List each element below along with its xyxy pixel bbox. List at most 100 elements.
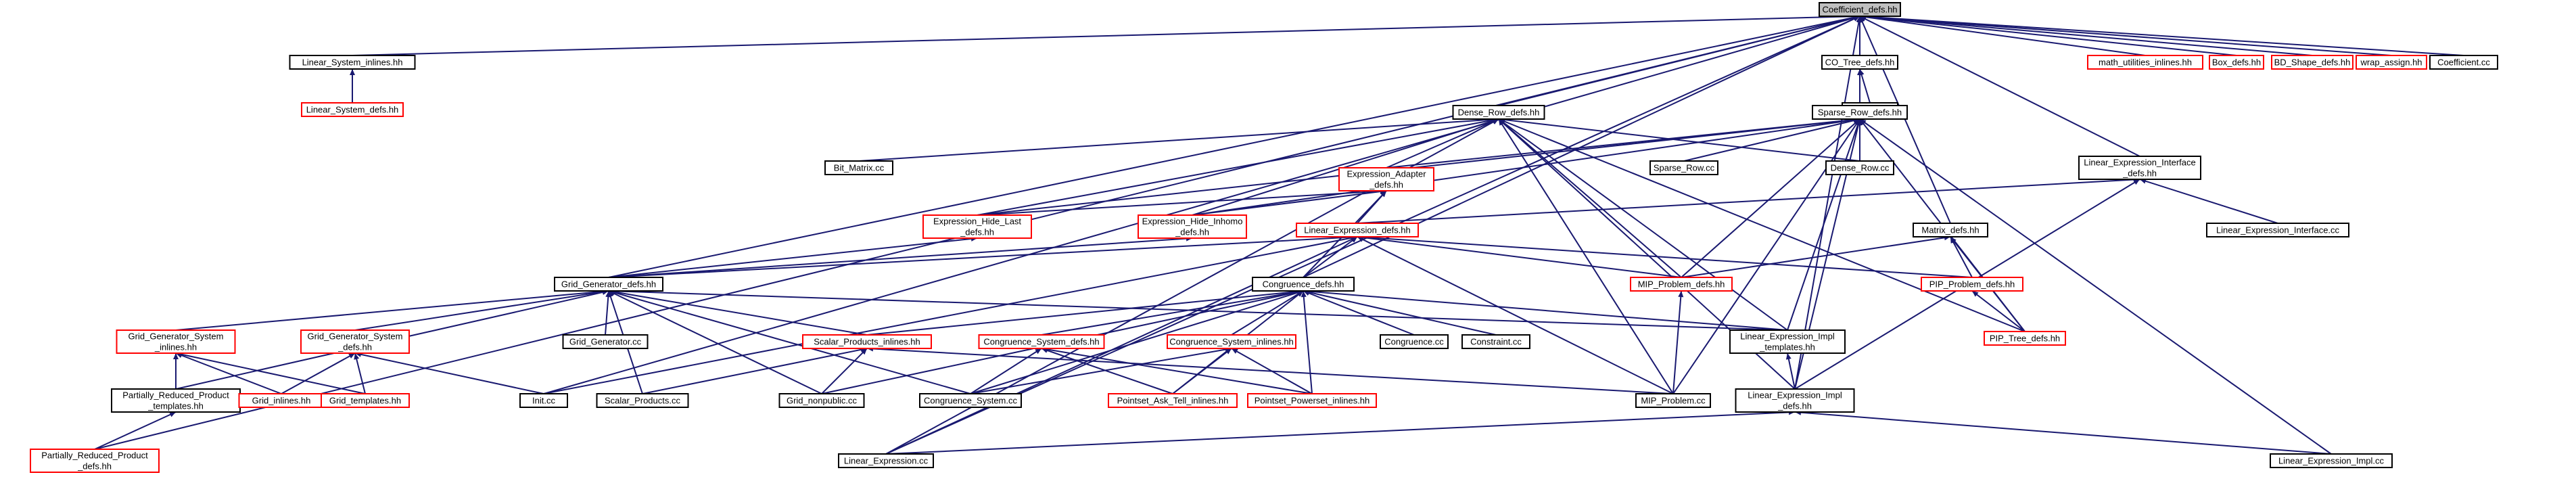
node-ggsi[interactable]: Grid_Generator_System_inlines.hh <box>116 329 236 354</box>
node-box <box>1108 393 1238 408</box>
node-label: Grid_Generator_defs.hh <box>561 279 656 290</box>
node-prpt[interactable]: Partially_Reduced_Product_templates.hh <box>111 388 241 413</box>
arrowhead-prpd-to-prpt <box>169 412 176 417</box>
edge-initcc-to-ggsd <box>354 352 544 394</box>
edge-coefcc-to-coef <box>1859 16 2464 56</box>
node-label: Expression_Adapter <box>1346 169 1426 179</box>
node-sparsecc[interactable]: Sparse_Row.cc <box>1649 160 1718 175</box>
edge-leimplcc-to-leid <box>1794 411 2332 455</box>
node-box <box>2429 55 2498 70</box>
node-label: _defs.hh <box>2122 168 2157 179</box>
node-coefcc[interactable]: Coefficient.cc <box>2429 55 2498 70</box>
node-box <box>1921 277 2023 292</box>
node-mathutil[interactable]: math_utilities_inlines.hh <box>2087 55 2203 70</box>
edge-ehl-to-exprad <box>977 190 1387 216</box>
node-box <box>1138 214 1247 239</box>
edge-ggd-to-led <box>608 236 1358 278</box>
node-lei[interactable]: Linear_Expression_Interface_defs.hh <box>2078 156 2201 180</box>
node-gencc[interactable]: Grid_Generator.cc <box>562 334 649 349</box>
edge-ggd-to-ehl <box>608 237 978 278</box>
arrowhead-leid-to-lit <box>1785 353 1792 360</box>
node-label: _defs.hh <box>960 227 994 237</box>
node-csi[interactable]: Congruence_System_inlines.hh <box>1167 334 1296 349</box>
edge-gridin-to-ggsi <box>175 352 282 394</box>
node-cscc[interactable]: Congruence_System.cc <box>919 393 1022 408</box>
node-bd[interactable]: BD_Shape_defs.hh <box>2271 55 2353 70</box>
edge-gencc-to-ggd <box>605 290 609 336</box>
node-initcc[interactable]: Init.cc <box>519 393 568 408</box>
node-label: Sparse_Row.cc <box>1654 163 1715 173</box>
edge-mip-to-matrix <box>1681 236 1951 278</box>
node-dense[interactable]: Dense_Row_defs.hh <box>1452 105 1545 120</box>
node-congd[interactable]: Congruence_defs.hh <box>1252 277 1355 292</box>
node-box <box>1338 167 1434 191</box>
node-piptree[interactable]: PIP_Tree_defs.hh <box>1984 331 2066 346</box>
node-box <box>978 334 1105 349</box>
arrowhead-lecc-to-dense <box>1492 119 1499 124</box>
node-ehl[interactable]: Expression_Hide_Last_defs.hh <box>922 214 1032 239</box>
edge-gridtmpl-to-ggsi <box>175 352 366 394</box>
node-patell[interactable]: Pointset_Ask_Tell_inlines.hh <box>1108 393 1238 408</box>
edge-prpd-to-prpt <box>94 411 177 450</box>
node-csd[interactable]: Congruence_System_defs.hh <box>978 334 1105 349</box>
node-leid[interactable]: Linear_Expression_Impl_defs.hh <box>1735 388 1855 413</box>
node-spcc[interactable]: Scalar_Products.cc <box>596 393 689 408</box>
node-leicc[interactable]: Linear_Expression_Interface.cc <box>2206 223 2349 237</box>
edge-lit-to-ggd <box>608 290 1788 331</box>
node-coef[interactable]: Coefficient_defs.hh <box>1819 2 1901 17</box>
node-box[interactable]: Box_defs.hh <box>2209 55 2264 70</box>
node-box <box>321 393 410 408</box>
node-ggsd[interactable]: Grid_Generator_System_defs.hh <box>300 329 410 354</box>
node-lsd[interactable]: Linear_System_defs.hh <box>301 102 404 117</box>
node-label: Linear_Expression_Interface.cc <box>2216 225 2340 235</box>
node-bitmatrix[interactable]: Bit_Matrix.cc <box>824 160 893 175</box>
node-label: Grid_templates.hh <box>329 396 401 406</box>
node-lsi[interactable]: Linear_System_inlines.hh <box>289 55 416 70</box>
node-box <box>2087 55 2203 70</box>
node-exprad[interactable]: Expression_Adapter_defs.hh <box>1338 167 1434 191</box>
node-gridtmpl[interactable]: Grid_templates.hh <box>321 393 410 408</box>
node-led[interactable]: Linear_Expression_defs.hh <box>1296 223 1419 237</box>
node-label: Bit_Matrix.cc <box>834 163 885 173</box>
node-box <box>2206 223 2349 237</box>
edge-ggd-to-ehi <box>608 237 1193 278</box>
edge-sparsecc-to-sparse <box>1683 118 1860 162</box>
node-cotree[interactable]: CO_Tree_defs.hh <box>1821 55 1898 70</box>
edge-lsi-to-coef <box>352 16 1860 56</box>
arrowhead-prpt-to-ggsi <box>173 353 179 359</box>
edge-cscc-to-congd <box>970 290 1304 394</box>
node-label: Pointset_Ask_Tell_inlines.hh <box>1117 396 1229 406</box>
node-label: Linear_Expression_Impl.cc <box>2278 456 2385 466</box>
node-ggd[interactable]: Grid_Generator_defs.hh <box>554 277 663 292</box>
node-gridin[interactable]: Grid_inlines.hh <box>238 393 325 408</box>
node-gridnp[interactable]: Grid_nonpublic.cc <box>778 393 865 408</box>
node-congcc[interactable]: Congruence.cc <box>1380 334 1449 349</box>
node-box <box>301 102 404 117</box>
node-pip[interactable]: PIP_Problem_defs.hh <box>1921 277 2023 292</box>
node-lit[interactable]: Linear_Expression_Impl_templates.hh <box>1729 329 1846 354</box>
node-prpd[interactable]: Partially_Reduced_Product_defs.hh <box>30 449 160 473</box>
node-box <box>116 329 236 354</box>
arrowhead-leid-to-coef <box>1856 16 1862 23</box>
edge-led-to-lei <box>1357 179 2140 224</box>
node-ehi[interactable]: Expression_Hide_Inhomo_defs.hh <box>1138 214 1247 239</box>
arrowhead-leid-to-dense <box>1499 119 1505 126</box>
node-constrcc[interactable]: Constraint.cc <box>1461 334 1530 349</box>
node-leimplcc[interactable]: Linear_Expression_Impl.cc <box>2270 453 2393 468</box>
node-densecc[interactable]: Dense_Row.cc <box>1825 160 1894 175</box>
node-mip[interactable]: MIP_Problem_defs.hh <box>1630 277 1733 292</box>
node-matrix[interactable]: Matrix_defs.hh <box>1913 223 1988 237</box>
node-spi[interactable]: Scalar_Products_inlines.hh <box>802 334 932 349</box>
node-sparse[interactable]: Sparse_Row_defs.hh <box>1812 105 1908 120</box>
node-label: Linear_Expression.cc <box>844 456 929 466</box>
edge-cscc-to-ggd <box>608 290 971 394</box>
node-ppow[interactable]: Pointset_Powerset_inlines.hh <box>1247 393 1377 408</box>
edge-initcc-to-coef <box>543 16 1860 394</box>
edge-ehl-to-dense <box>977 118 1499 216</box>
node-lecc[interactable]: Linear_Expression.cc <box>838 453 934 468</box>
node-label: Congruence_defs.hh <box>1263 279 1344 290</box>
node-mipcc[interactable]: MIP_Problem.cc <box>1635 393 1711 408</box>
node-wrap[interactable]: wrap_assign.hh <box>2356 55 2427 70</box>
node-box <box>1167 334 1296 349</box>
